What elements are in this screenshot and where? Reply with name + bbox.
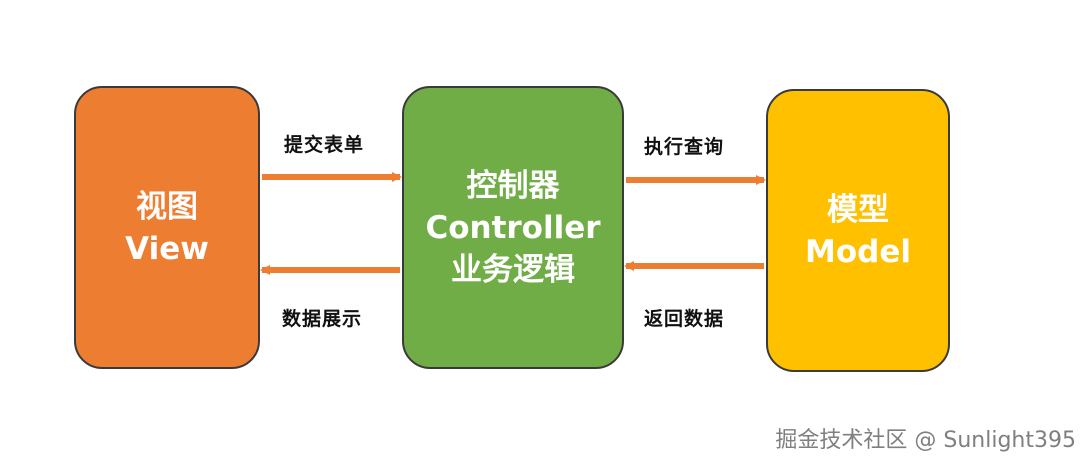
model-node: 模型 Model [766,89,950,372]
view-node-subtitle: View [125,230,209,267]
edge-label-display-data: 数据展示 [282,308,363,330]
controller-node-title: 控制器 [466,167,560,204]
controller-node: 控制器 Controller 业务逻辑 [402,86,624,369]
controller-node-description: 业务逻辑 [451,251,575,288]
view-node: 视图 View [74,86,260,369]
model-node-title: 模型 [827,191,889,228]
model-node-subtitle: Model [805,233,911,270]
watermark: 掘金技术社区 @ Sunlight395 [775,428,1076,453]
edge-label-execute-query: 执行查询 [644,136,725,158]
edge-label-submit-form: 提交表单 [284,134,365,156]
controller-node-subtitle: Controller [425,209,601,246]
edge-label-return-data: 返回数据 [644,308,725,330]
view-node-title: 视图 [136,188,198,225]
